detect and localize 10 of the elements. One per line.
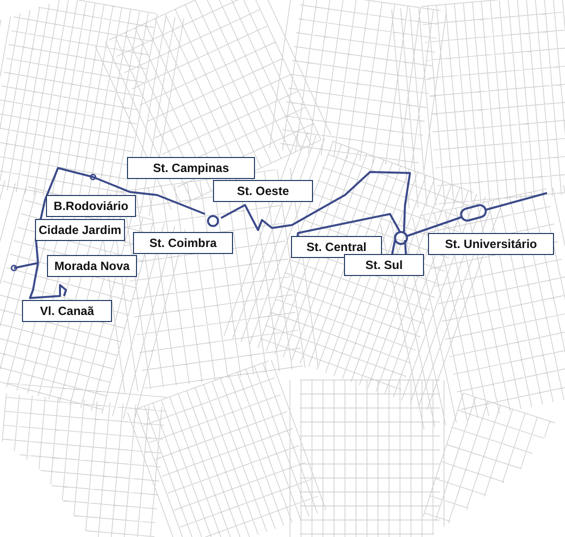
district-label: Vl. Canaã [22, 300, 112, 322]
district-label: St. Sul [344, 254, 424, 276]
district-label: St. Universitário [428, 233, 554, 255]
district-label: St. Coimbra [133, 232, 233, 254]
district-label: St. Campinas [127, 157, 255, 179]
district-label: Morada Nova [47, 255, 137, 277]
district-label: St. Oeste [213, 180, 313, 202]
district-label: St. Central [291, 236, 382, 258]
district-label: B.Rodoviário [46, 195, 136, 217]
district-label: Cidade Jardim [35, 219, 125, 241]
